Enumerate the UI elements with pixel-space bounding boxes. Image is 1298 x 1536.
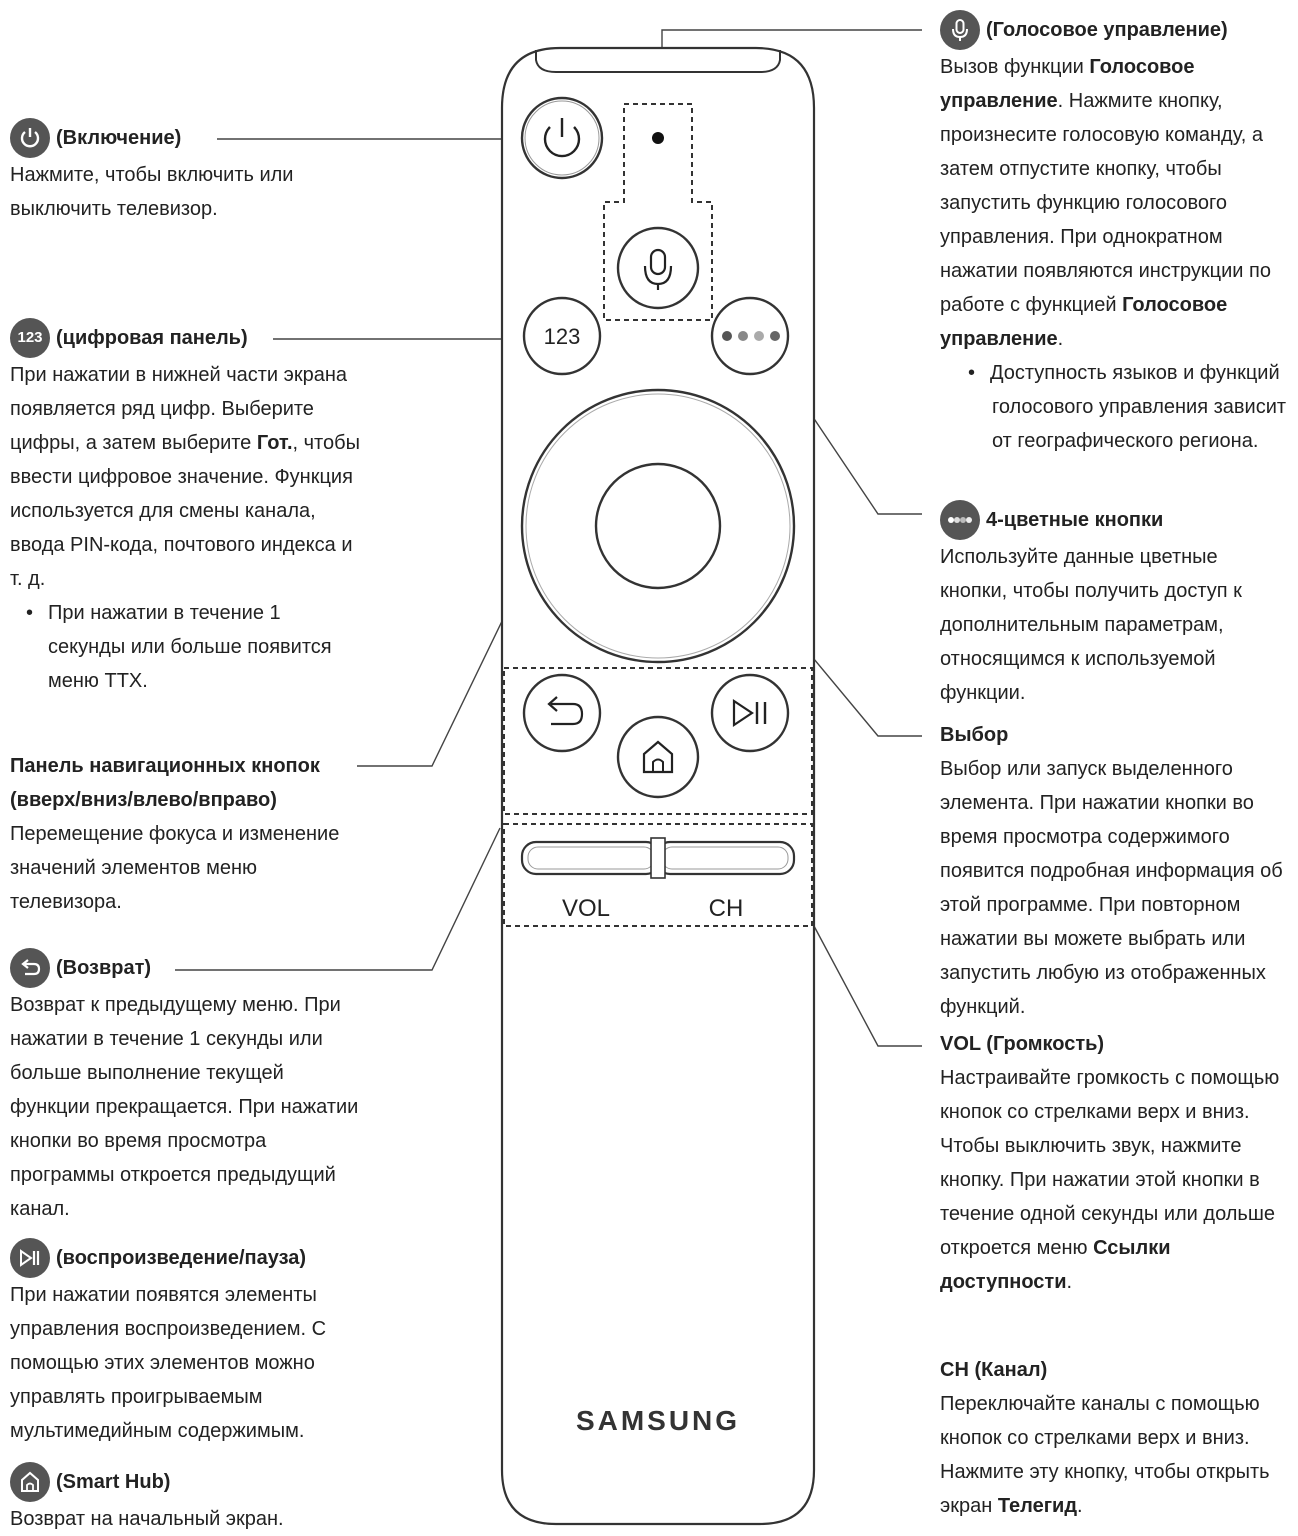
color-section: 4-цветные кнопки Используйте данные цвет… (940, 500, 1280, 710)
voice-text: Вызов функции Голосовое управление. Нажм… (940, 56, 1271, 350)
voice-section: (Голосовое управление) Вызов функции Гол… (940, 10, 1290, 458)
play-pause-button (710, 673, 790, 753)
vol-text: Настраивайте громкость с помощью кнопок … (940, 1067, 1280, 1293)
numpad-bullet: При нажатии в течение 1 секунды или боль… (10, 596, 362, 698)
remote-top-edge (535, 50, 781, 73)
voice-button (616, 226, 700, 310)
ch-label: CH (709, 895, 744, 922)
nav-title-2: (вверх/вниз/влево/вправо) (10, 789, 277, 811)
back-section: (Возврат) Возврат к предыдущему меню. Пр… (10, 948, 360, 1226)
back-icon (10, 948, 50, 988)
back-title: (Возврат) (10, 948, 360, 988)
numpad-title: 123 (цифровая панель) (10, 318, 362, 358)
power-section: (Включение) Нажмите, чтобы включить или … (10, 118, 350, 226)
numpad-text: При нажатии в нижней части экрана появля… (10, 364, 360, 590)
power-text: Нажмите, чтобы включить или выключить те… (10, 164, 294, 220)
vol-title: VOL (Громкость) (940, 1033, 1105, 1055)
play-text: При нажатии появятся элементы управления… (10, 1284, 327, 1442)
power-button (520, 96, 604, 180)
power-title: (Включение) (10, 118, 350, 158)
nav-text: Перемещение фокуса и изменение значений … (10, 823, 340, 913)
microphone-hole (652, 132, 664, 144)
vol-label: VOL (562, 895, 610, 922)
home-title: (Smart Hub) (10, 1462, 360, 1502)
color-text: Используйте данные цветные кнопки, чтобы… (940, 546, 1242, 704)
ch-text: Переключайте каналы с помощью кнопок со … (940, 1393, 1270, 1517)
home-text: Возврат на начальный экран. (10, 1508, 284, 1530)
play-title: (воспроизведение/пауза) (10, 1238, 366, 1278)
home-section: (Smart Hub) Возврат на начальный экран. (10, 1462, 360, 1536)
color-button (710, 296, 790, 376)
select-title: Выбор (940, 724, 1009, 746)
ch-rocker (654, 840, 796, 876)
numpad-icon: 123 (10, 318, 50, 358)
vol-section: VOL (Громкость) Настраивайте громкость с… (940, 1027, 1290, 1299)
nav-title: Панель навигационных кнопок (10, 755, 320, 777)
voice-area-outline (603, 103, 713, 321)
brand-logo: SAMSUNG (576, 1405, 740, 1436)
play-pause-icon (10, 1238, 50, 1278)
home-icon (10, 1462, 50, 1502)
navigation-ring (520, 388, 796, 664)
numpad-section: 123 (цифровая панель) При нажатии в нижн… (10, 318, 362, 698)
nav-section: Панель навигационных кнопок (вверх/вниз/… (10, 749, 360, 919)
select-text: Выбор или запуск выделенного элемента. П… (940, 758, 1283, 1018)
control-group-outline (503, 667, 813, 815)
power-icon (10, 118, 50, 158)
color-title: 4-цветные кнопки (940, 500, 1280, 540)
ch-title: CH (Канал) (940, 1359, 1048, 1381)
voice-title: (Голосовое управление) (940, 10, 1290, 50)
home-button (616, 715, 700, 799)
select-section: Выбор Выбор или запуск выделенного элеме… (940, 718, 1294, 1024)
voice-bullet: Доступность языков и функций голосового … (940, 356, 1290, 458)
select-button (594, 462, 722, 590)
back-button (522, 673, 602, 753)
play-section: (воспроизведение/пауза) При нажатии появ… (10, 1238, 366, 1448)
color-buttons-icon (940, 500, 980, 540)
microphone-icon (940, 10, 980, 50)
numpad-label: 123 (544, 324, 581, 349)
numpad-button: 123 (522, 296, 602, 376)
vol-ch-outline (503, 823, 813, 927)
ch-section: CH (Канал) Переключайте каналы с помощью… (940, 1353, 1290, 1523)
back-text: Возврат к предыдущему меню. При нажатии … (10, 994, 359, 1220)
vol-rocker (520, 840, 662, 876)
